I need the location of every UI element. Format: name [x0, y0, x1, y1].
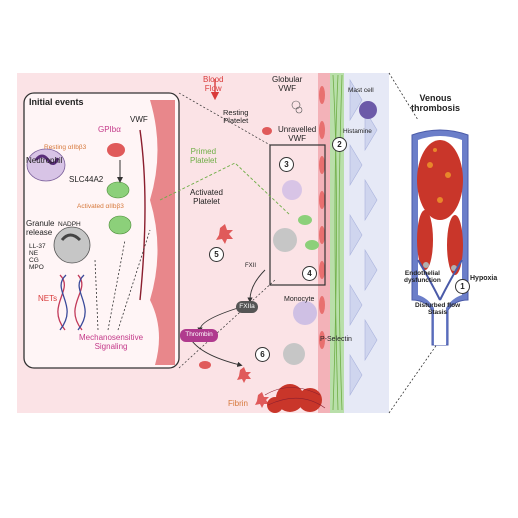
- activated-platelet-label: Activated Platelet: [190, 188, 223, 206]
- hypoxia-label: Hypoxia: [470, 275, 498, 282]
- fxii-label: FXII: [245, 263, 257, 269]
- resting-integrin-label: Resting αIIbβ3: [44, 144, 87, 151]
- initial-events-title: Initial events: [29, 97, 84, 107]
- resting-platelet-shape: [262, 127, 272, 135]
- green-fibers: [332, 74, 343, 411]
- mechanosensitive-label: Mechanosensitive Signaling: [79, 333, 144, 351]
- venous-thrombus: [417, 140, 463, 275]
- vein-valve-left: [417, 259, 441, 301]
- thrombin-pill: Thrombin: [180, 329, 218, 342]
- step-5: 5: [209, 247, 224, 262]
- vwf-label: VWF: [130, 115, 148, 124]
- primed-platelet-label: Primed Platelet: [190, 147, 217, 165]
- neutrophil-cell: [26, 148, 66, 182]
- neutrophil-3: [282, 180, 302, 200]
- right-connector-bottom: [388, 339, 441, 414]
- endothelial-label: Endothelial dysfunction: [404, 270, 441, 285]
- step-4: 4: [302, 266, 317, 281]
- step-1: 1: [455, 279, 470, 294]
- fibrin-strands: [264, 387, 326, 409]
- inset-platelet-resting: [107, 143, 125, 157]
- fxiia-arrow: [197, 307, 239, 333]
- neutrophil-6: [283, 343, 305, 365]
- venous-thrombosis-title: Venous thrombosis: [411, 93, 461, 113]
- neutrophil-label: Neutrophil: [26, 156, 63, 165]
- granule-list-label: LL-37 NE CG MPO: [29, 243, 46, 272]
- dashed-arrows: [94, 229, 151, 331]
- fibrin-label: Fibrin: [228, 399, 249, 408]
- neutrophil-4: [273, 228, 297, 252]
- green-platelet-3: [298, 215, 312, 225]
- green-platelet-4: [305, 240, 319, 250]
- p-selectin-label: P-Selectin: [320, 336, 352, 343]
- fxii-arrow: [247, 269, 266, 303]
- vein-valve-right: [439, 259, 463, 301]
- granule-release-label: Granule release: [26, 219, 55, 237]
- gpiba-label: GPIbα: [98, 125, 121, 134]
- mast-cell-label: Mast cell: [348, 87, 374, 94]
- inset-platelet-activated: [108, 215, 132, 235]
- fxiia-pill: FXIIa: [236, 301, 258, 313]
- nets-label: NETs: [38, 294, 58, 303]
- right-connector-top: [388, 72, 419, 121]
- blood-flow-label: Blood Flow: [203, 75, 224, 93]
- inset-platelet-primed: [106, 181, 130, 199]
- granule-neutrophil: [53, 226, 91, 264]
- globular-vwf-shape: [291, 100, 303, 114]
- slc44a2-label: SLC44A2: [69, 175, 104, 184]
- mast-cell-shape: [359, 101, 377, 119]
- step-2: 2: [332, 137, 347, 152]
- thrombus-cells: [427, 148, 451, 203]
- activated-integrin-label: Activated αIIbβ3: [77, 203, 124, 210]
- main-clot: [267, 384, 322, 413]
- globular-vwf-label: Globular VWF: [272, 75, 303, 93]
- monocyte-label: Monocyte: [284, 296, 315, 303]
- inset-vessel-wall: [150, 100, 175, 365]
- disturbed-flow-label: Disturbed flow Stasis: [415, 302, 461, 317]
- smooth-muscle-cells: [349, 78, 378, 397]
- resting-platelet-label: Resting Platelet: [223, 108, 249, 126]
- zoom-box: [269, 144, 326, 286]
- activated-platelet-star: [216, 224, 233, 244]
- net-strands: [57, 274, 86, 331]
- primed-connector: [159, 162, 291, 216]
- histamine-label: Histamine: [343, 128, 372, 135]
- monocyte-shape: [293, 301, 317, 325]
- endothelial-cells: [319, 86, 325, 349]
- step-6: 6: [255, 347, 270, 362]
- green-layer: [330, 73, 344, 413]
- activated-platelets-6: [199, 361, 269, 408]
- valve-cells: [423, 262, 457, 271]
- unravelled-vwf-label: Unravelled VWF: [278, 125, 317, 143]
- inset-connector-bottom: [178, 279, 276, 369]
- nadph-label: NADPH: [58, 221, 81, 228]
- inset-connector-top: [178, 92, 271, 146]
- step-3: 3: [279, 157, 294, 172]
